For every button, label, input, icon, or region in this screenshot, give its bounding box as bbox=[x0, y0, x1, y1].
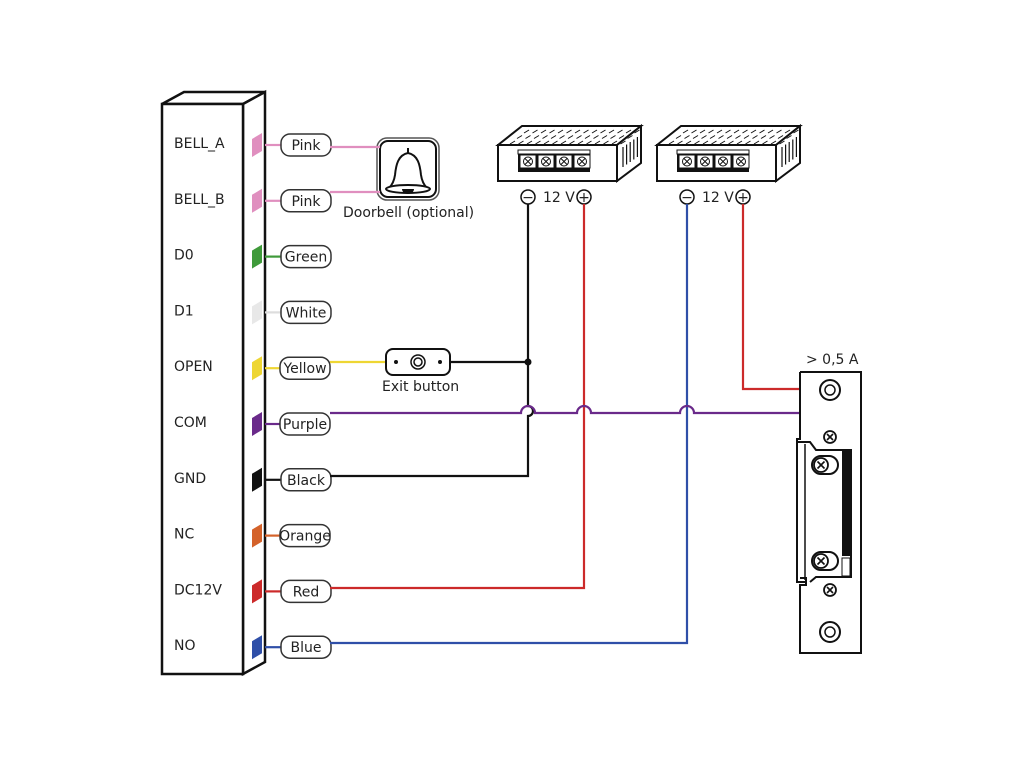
wire-connector bbox=[252, 133, 262, 157]
junction-dot bbox=[524, 358, 532, 366]
pin-label: BELL_A bbox=[174, 136, 225, 152]
wire-purple-com bbox=[330, 404, 800, 415]
wire-color-pill bbox=[279, 412, 331, 436]
doorbell: Doorbell (optional) bbox=[343, 137, 474, 221]
wire-color-pill bbox=[280, 635, 332, 659]
pin-row-d0: D0 Green bbox=[174, 244, 332, 269]
wire-color-pill bbox=[280, 244, 332, 269]
pin-label: BELL_B bbox=[174, 192, 225, 208]
wire-connector bbox=[252, 300, 262, 325]
power-supply-2: − 12 V + bbox=[654, 123, 803, 206]
wire-connector bbox=[252, 635, 262, 660]
pin-row-d1: D1 White bbox=[174, 300, 332, 325]
screw-icon bbox=[813, 553, 829, 569]
pin-label: COM bbox=[174, 415, 207, 431]
wire-connector bbox=[252, 188, 262, 213]
pin-label: NO bbox=[174, 638, 196, 654]
wire-black-gnd bbox=[330, 204, 535, 478]
plus-sign: + bbox=[578, 190, 590, 206]
wire-color-label: Orange bbox=[279, 529, 331, 545]
pin-row-com: COM Purple bbox=[174, 412, 331, 436]
wire-color-label: White bbox=[286, 305, 327, 321]
wire-color-pill bbox=[279, 523, 331, 548]
wire-color-label: Green bbox=[285, 250, 327, 266]
pin-row-bell_b: BELL_B Pink bbox=[174, 188, 332, 213]
minus-sign: − bbox=[681, 190, 693, 206]
wire-color-label: Purple bbox=[283, 417, 327, 433]
wire-connector bbox=[252, 579, 262, 604]
electric-strike-icon: > 0,5 A bbox=[796, 352, 862, 654]
wire-color-label: Red bbox=[293, 584, 320, 600]
wire-color-label: Black bbox=[287, 473, 326, 489]
psu2-voltage-label: 12 V bbox=[702, 190, 734, 206]
screw-icon bbox=[823, 583, 837, 597]
screw-icon bbox=[813, 457, 829, 473]
wire-color-pill bbox=[280, 300, 332, 325]
wire-color-pill bbox=[280, 189, 332, 213]
wire-color-pill bbox=[279, 356, 331, 380]
pin-label: GND bbox=[174, 471, 206, 487]
wire-connector bbox=[252, 467, 262, 492]
wire-connector bbox=[252, 523, 262, 548]
minus-sign: − bbox=[522, 190, 534, 206]
wire-color-label: Yellow bbox=[282, 361, 326, 377]
pin-row-bell_a: BELL_A Pink bbox=[174, 133, 332, 157]
pin-row-open: OPEN Yellow bbox=[174, 356, 331, 381]
wire-color-pill bbox=[280, 468, 332, 492]
wire-blue-no bbox=[330, 204, 689, 645]
bell-icon bbox=[385, 148, 431, 194]
wire-color-label: Pink bbox=[291, 138, 321, 154]
wires bbox=[330, 145, 800, 645]
pin-label: DC12V bbox=[174, 582, 222, 598]
pin-label: D0 bbox=[174, 248, 194, 264]
wire-color-pill bbox=[280, 579, 332, 604]
wire-connector bbox=[252, 356, 262, 381]
pin-label: OPEN bbox=[174, 359, 213, 375]
wire-color-label: Pink bbox=[291, 194, 321, 210]
wire-color-pill bbox=[280, 133, 332, 157]
wire-red-dc12v bbox=[330, 204, 586, 590]
psu1-voltage-label: 12 V bbox=[543, 190, 575, 206]
pin-label: NC bbox=[174, 527, 194, 543]
pin-row-nc: NC Orange bbox=[174, 523, 331, 548]
pin-row-dc12v: DC12V Red bbox=[174, 579, 332, 604]
pin-row-gnd: GND Black bbox=[174, 467, 332, 492]
exit-button: Exit button bbox=[382, 348, 459, 395]
power-supply-1: − 12 V + bbox=[495, 123, 644, 206]
pin-label: D1 bbox=[174, 303, 194, 319]
pin-row-no: NO Blue bbox=[174, 635, 332, 660]
screw-icon bbox=[823, 430, 837, 444]
exit-button-label: Exit button bbox=[382, 379, 459, 395]
plus-sign: + bbox=[737, 190, 749, 206]
wire-color-label: Blue bbox=[291, 640, 322, 656]
wire-red-lock bbox=[741, 204, 800, 391]
doorbell-label: Doorbell (optional) bbox=[343, 205, 474, 221]
lock-current-label: > 0,5 A bbox=[806, 352, 859, 368]
wire-connector bbox=[252, 412, 262, 436]
wire-connector bbox=[252, 244, 262, 269]
